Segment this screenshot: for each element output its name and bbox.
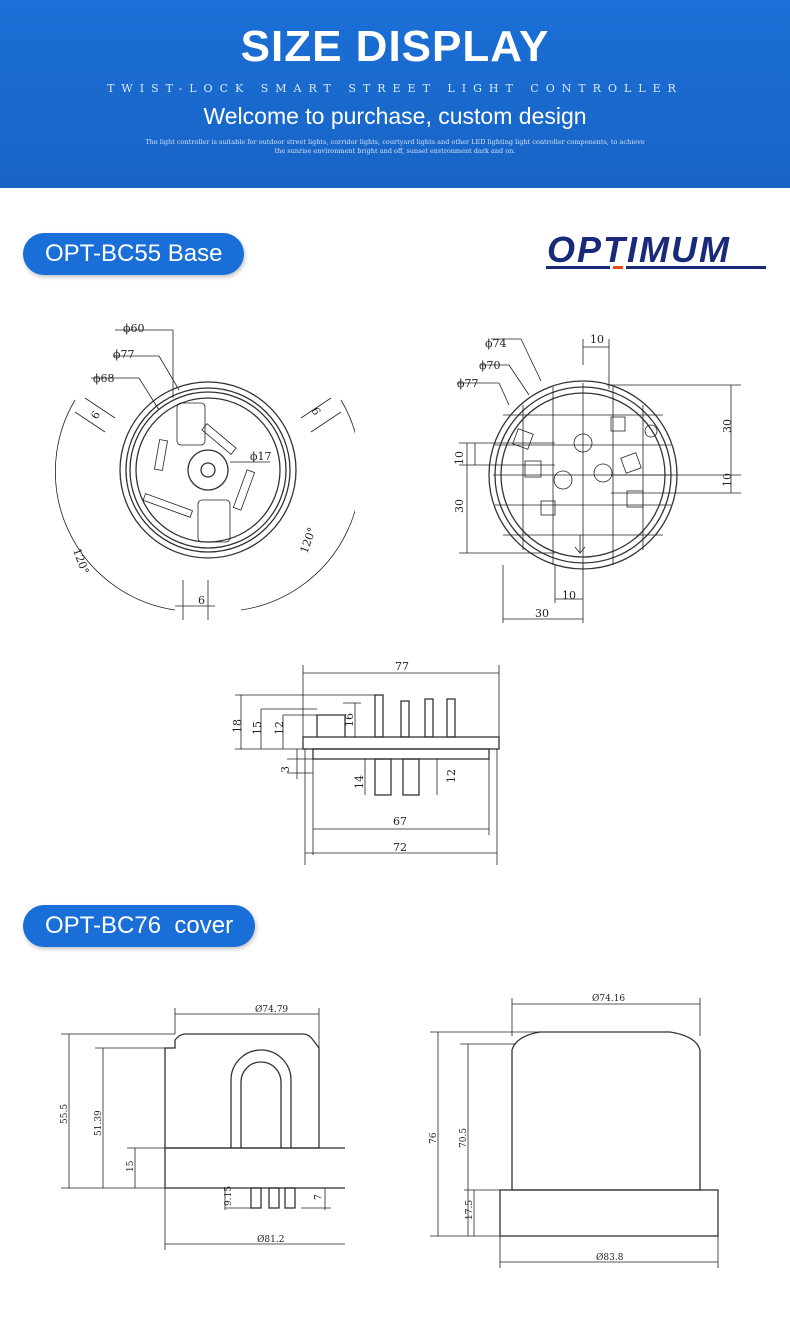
dim-phi68: ϕ68 <box>93 372 115 385</box>
dim-h12b: 12 <box>445 769 458 783</box>
base-side-view-drawing: 77 18 15 12 16 3 14 12 67 72 <box>231 660 500 865</box>
dim-w67: 67 <box>393 815 407 828</box>
dim-phi17: ϕ17 <box>250 450 272 463</box>
dim-six-left: 6 <box>88 409 103 422</box>
dim-phi77: ϕ77 <box>113 348 135 361</box>
dim-ten-right: 10 <box>721 473 734 487</box>
dim-thirty-left: 30 <box>453 499 466 513</box>
dim-h16: 16 <box>343 713 356 727</box>
dim-six-bottom: 6 <box>198 594 205 607</box>
dim-phi77-bottom: ϕ77 <box>457 377 479 390</box>
hero-description: The light controller is suitable for out… <box>145 138 645 155</box>
dim-side-bottom-width: Ø83.8 <box>596 1252 624 1263</box>
dim-h76: 76 <box>429 1132 439 1144</box>
logo-text: OPTIMUM <box>547 229 731 270</box>
dim-w72: 72 <box>393 841 407 854</box>
optimum-logo: OPTIMUM <box>546 229 766 270</box>
dim-w77: 77 <box>395 660 409 673</box>
dim-h9: 9.15 <box>224 1186 234 1206</box>
cover-front-view-drawing: Ø74.79 55.5 51.39 15 9.15 7 Ø81.2 <box>60 1004 345 1250</box>
dim-bottom-width: Ø81.2 <box>257 1234 284 1245</box>
dim-h17: 17.5 <box>465 1200 475 1220</box>
dim-thirty-right: 30 <box>721 419 734 433</box>
hero-banner: SIZE DISPLAY TWIST-LOCK SMART STREET LIG… <box>0 0 790 188</box>
dim-h18: 18 <box>231 719 244 733</box>
dim-thirty-bottom: 30 <box>535 607 549 620</box>
dim-angle-left: 120° <box>70 547 91 576</box>
dim-h7: 7 <box>314 1194 324 1200</box>
dim-h15: 15 <box>251 721 264 735</box>
dim-phi60: ϕ60 <box>123 322 145 335</box>
dim-six-right: 6 <box>308 405 323 418</box>
dim-h12: 12 <box>273 721 286 735</box>
dim-side-top-width: Ø74.16 <box>592 993 625 1004</box>
page-title: SIZE DISPLAY <box>240 22 550 71</box>
hero-welcome: Welcome to purchase, custom design <box>203 103 587 129</box>
section-label-base: OPT-BC55 Base <box>23 233 245 275</box>
dim-h70: 70.5 <box>459 1128 469 1148</box>
dim-h51: 51.39 <box>94 1110 104 1136</box>
cover-side-view-drawing: Ø74.16 76 70.5 17.5 Ø83.8 <box>429 993 719 1268</box>
hero-subtitle: TWIST-LOCK SMART STREET LIGHT CONTROLLER <box>107 82 683 95</box>
dim-h3: 3 <box>279 766 292 773</box>
dim-h55: 55.5 <box>60 1104 70 1124</box>
dim-phi70: ϕ70 <box>479 359 501 372</box>
dim-h14: 14 <box>353 775 366 789</box>
section-label-cover: OPT-BC76 cover <box>23 905 256 947</box>
base-top-view-drawing: ϕ60 ϕ77 ϕ68 ϕ17 6 6 6 120° 120° <box>55 322 355 620</box>
base-bottom-view-drawing: 10 ϕ74 ϕ70 ϕ77 30 10 10 30 10 30 <box>453 333 741 623</box>
dim-ten-bottom: 10 <box>562 589 576 602</box>
dim-phi74: ϕ74 <box>485 337 507 350</box>
dim-ten-left: 10 <box>453 451 466 465</box>
dim-top-width: Ø74.79 <box>255 1004 288 1015</box>
dim-h15-cover: 15 <box>126 1160 136 1172</box>
dim-angle-right: 120° <box>298 526 319 555</box>
dim-ten-top: 10 <box>590 333 604 346</box>
